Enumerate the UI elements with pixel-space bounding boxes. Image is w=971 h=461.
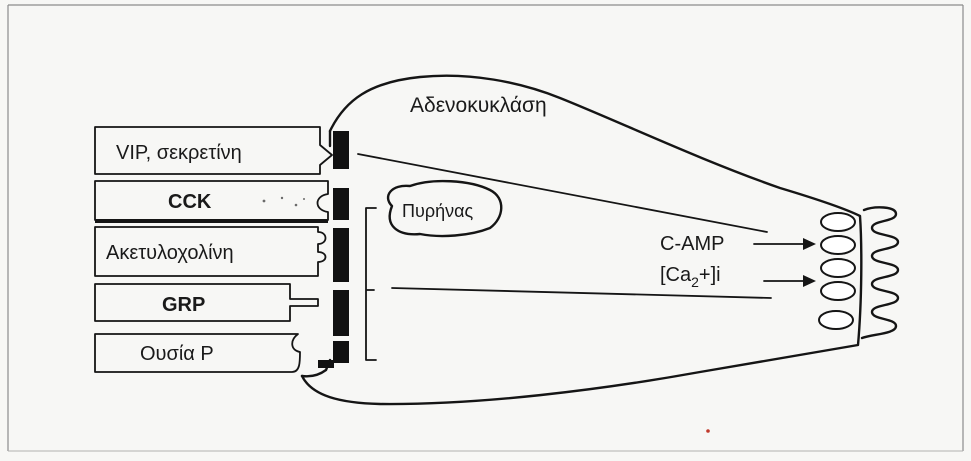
granule — [821, 282, 855, 300]
apical-microvilli — [862, 207, 898, 338]
basolateral-membrane — [302, 131, 330, 376]
scan-mark — [706, 429, 710, 433]
adenylate-cyclase-label: Αδενοκυκλάση — [410, 94, 547, 117]
receptor-substance-p-base — [318, 360, 334, 368]
scan-speck — [281, 197, 283, 199]
ligand-label-substance-p: Ουσία P — [140, 343, 214, 365]
receptor-vip — [333, 131, 349, 169]
granule — [821, 213, 855, 231]
calcium-arrow-head — [803, 275, 816, 287]
ligand-vip: VIP, σεκρετίνη — [95, 127, 332, 174]
ligand-box-grp — [95, 284, 318, 321]
scan-speck — [263, 200, 266, 203]
calcium-label: [Ca2+]i — [660, 264, 721, 290]
granule — [819, 311, 853, 329]
receptor-substance-p — [333, 341, 349, 363]
svg-text:[Ca2+]i: [Ca2+]i — [660, 264, 721, 290]
receptor-group-bracket — [366, 208, 376, 360]
receptor-grp — [333, 290, 349, 336]
ligand-box-cck — [95, 181, 328, 220]
ligand-label-acetylcholine: Ακετυλοχολίνη — [106, 242, 234, 264]
ligand-grp: GRP — [95, 284, 318, 321]
granule — [821, 236, 855, 254]
zymogen-granules — [819, 213, 855, 329]
receptor-ach — [333, 228, 349, 282]
nucleus-label: Πυρήνας — [402, 201, 473, 221]
camp-label: C-AMP — [660, 233, 724, 255]
ligand-label-vip: VIP, σεκρετίνη — [116, 142, 242, 164]
cell-membrane — [302, 76, 861, 404]
receptor-sites — [318, 131, 349, 368]
scan-speck — [303, 198, 305, 200]
ligand-label-cck: CCK — [168, 191, 212, 213]
ligand-substance-p: Ουσία P — [95, 334, 300, 372]
ligand-acetylcholine: Ακετυλοχολίνη — [95, 227, 326, 276]
ligand-label-grp: GRP — [162, 294, 205, 316]
granule — [821, 259, 855, 277]
ligand-cck: CCK — [95, 181, 328, 221]
receptor-cck — [333, 188, 349, 220]
scan-speck — [295, 204, 298, 207]
camp-arrow-head — [803, 238, 816, 250]
signal-line-calcium — [392, 288, 771, 298]
